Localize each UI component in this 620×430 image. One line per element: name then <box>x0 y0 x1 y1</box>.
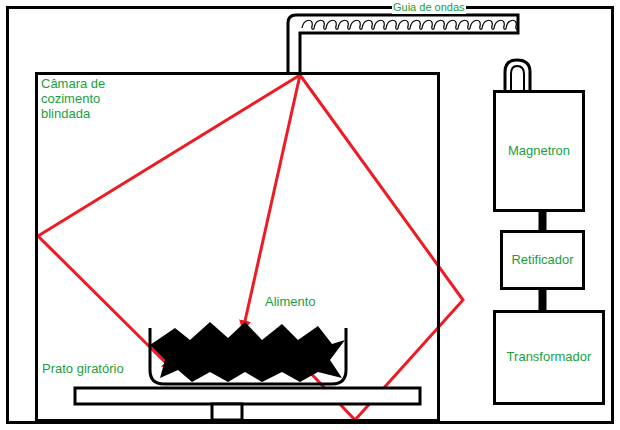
turntable-plate <box>75 388 420 404</box>
feed-tube <box>505 60 530 90</box>
waveguide <box>288 15 518 72</box>
microwave-ray <box>243 75 300 330</box>
component-label: Magnetron <box>508 144 570 159</box>
food <box>150 322 345 382</box>
component-box: Magnetron <box>493 90 585 212</box>
oven-frame <box>8 8 613 423</box>
feed-tube-inner <box>511 66 524 90</box>
component-box: Transformador <box>493 310 605 405</box>
wire-connector <box>539 212 547 230</box>
chamber-label: Câmara de cozimento blindada <box>41 77 133 122</box>
part-label: Guia de ondas <box>392 1 466 14</box>
part-label: Prato giratório <box>41 362 125 377</box>
waveguide-wave <box>302 20 518 29</box>
wire-connector <box>539 290 547 310</box>
turntable-shaft <box>212 404 242 420</box>
part-label: Alimento <box>264 295 317 310</box>
microwave-ray <box>38 75 300 369</box>
component-box: Retificador <box>500 230 585 290</box>
component-label: Retificador <box>511 253 573 268</box>
component-label: Transformador <box>507 350 592 365</box>
